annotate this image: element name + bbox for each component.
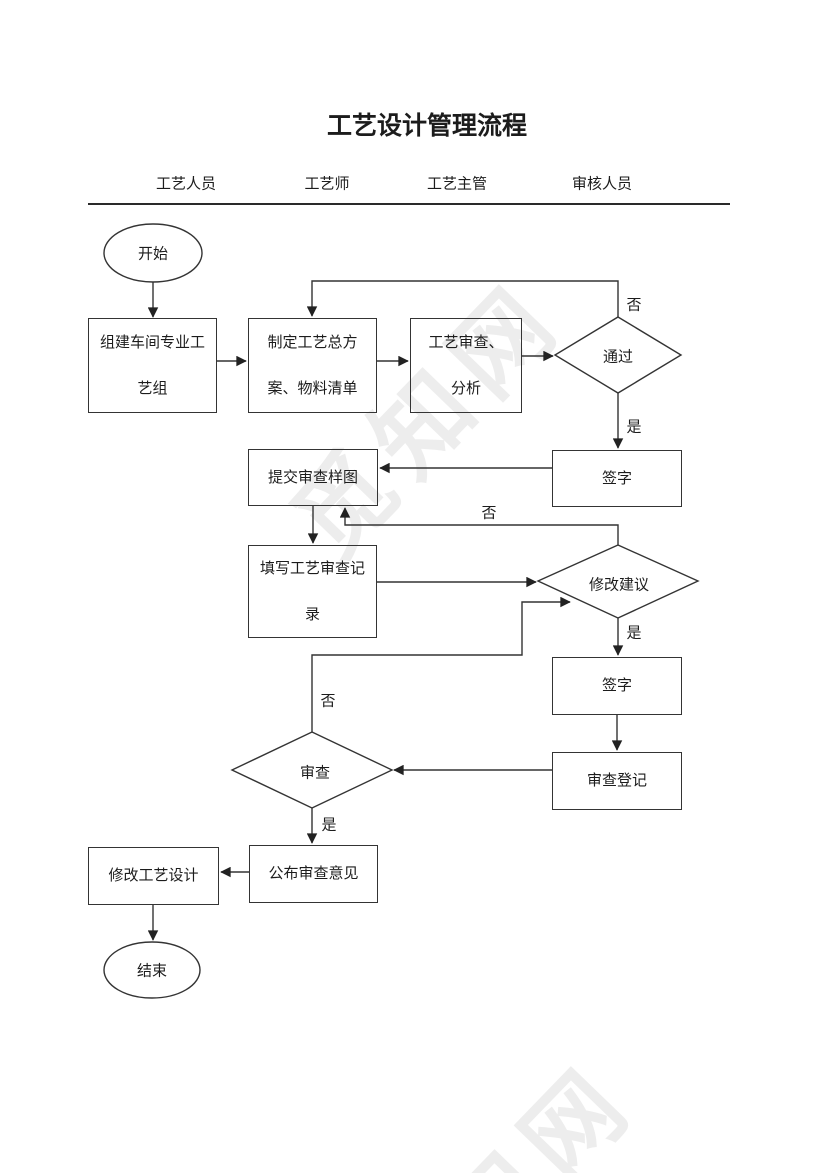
branch-label-pass-no: 否	[626, 296, 642, 314]
page-title: 工艺设计管理流程	[326, 112, 528, 140]
start-terminator-label: 开始	[137, 245, 169, 263]
decision-pass-label: 通过	[602, 348, 634, 366]
lane-header-auditor: 审核人员	[571, 175, 633, 193]
branch-label-modify-suggestion-no: 否	[481, 504, 497, 522]
lane-divider-line	[88, 203, 730, 205]
node-draft-plan-line2: 案、物料清单	[267, 379, 358, 397]
branch-label-pass-yes: 是	[626, 418, 642, 436]
node-form-team: 组建车间专业工 艺组	[88, 318, 217, 413]
decision-modify-suggestion-label: 修改建议	[588, 576, 650, 594]
node-form-team-line1: 组建车间专业工	[99, 333, 205, 351]
node-draft-plan: 制定工艺总方 案、物料清单	[248, 318, 377, 413]
lane-header-process-engineer: 工艺师	[304, 175, 350, 193]
node-publish-opinion: 公布审查意见	[249, 845, 378, 903]
lane-header-process-staff: 工艺人员	[155, 175, 217, 193]
node-review-analyze-line2: 分析	[450, 379, 481, 397]
node-sign-2: 签字	[552, 657, 682, 715]
node-review-analyze-line1: 工艺审查、	[428, 333, 504, 351]
node-fill-record-line2: 录	[304, 605, 320, 623]
node-submit-sample: 提交审查样图	[248, 449, 378, 506]
node-review-register-label: 审查登记	[586, 772, 647, 789]
edge-review-no-to-modify-suggestion	[311, 596, 571, 732]
node-fill-record-line1: 填写工艺审查记	[259, 559, 365, 577]
node-fill-record: 填写工艺审查记 录	[248, 545, 377, 638]
node-submit-sample-label: 提交审查样图	[267, 468, 358, 486]
edge-modify-suggestion-no-to-submit-sample	[339, 507, 619, 545]
node-form-team-line2: 艺组	[137, 379, 168, 397]
lane-header-process-supervisor: 工艺主管	[426, 175, 488, 193]
node-review-register: 审查登记	[552, 752, 682, 810]
branch-label-review-yes: 是	[321, 816, 337, 834]
end-terminator-label: 结束	[136, 962, 168, 980]
node-sign-1: 签字	[552, 450, 682, 507]
edge-pass-no-to-draft-plan	[306, 280, 619, 317]
node-review-analyze: 工艺审查、 分析	[410, 318, 522, 413]
branch-label-modify-suggestion-yes: 是	[626, 624, 642, 642]
decision-review-label: 审查	[299, 764, 331, 782]
end-terminator-shape	[103, 941, 201, 999]
node-modify-design: 修改工艺设计	[88, 847, 219, 905]
node-publish-opinion-label: 公布审查意见	[268, 865, 359, 882]
node-sign-2-label: 签字	[601, 677, 632, 694]
branch-label-review-no: 否	[320, 692, 336, 710]
node-sign-1-label: 签字	[601, 469, 632, 487]
node-modify-design-label: 修改工艺设计	[108, 867, 199, 884]
node-draft-plan-line1: 制定工艺总方	[267, 333, 358, 351]
